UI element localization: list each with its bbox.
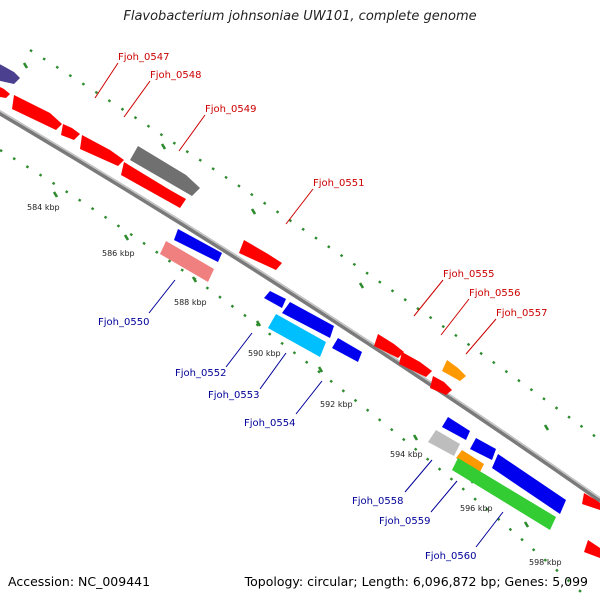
gene-arrow-fjoh-0555[interactable] <box>374 334 404 358</box>
scale-tick-mark <box>250 208 257 215</box>
inner-strand-genes <box>160 229 566 530</box>
gene-label-fjoh-0551[interactable]: Fjoh_0551 <box>313 178 364 189</box>
leader-line <box>430 480 458 513</box>
forward-leader-lines <box>94 62 497 355</box>
scale-tick-mark <box>191 276 198 283</box>
gene-arrow-fjoh-0557[interactable] <box>442 360 466 381</box>
scale-tick-mark <box>255 320 262 327</box>
scale-tick-mark <box>22 62 29 69</box>
gene-label-fjoh-0556[interactable]: Fjoh_0556 <box>469 288 520 299</box>
gene-label-fjoh-0557[interactable]: Fjoh_0557 <box>496 308 547 319</box>
leader-line <box>285 188 314 225</box>
gene-arrow-fjoh-0547[interactable] <box>0 84 10 98</box>
gene-arrow-fjoh-0558-blue[interactable] <box>442 417 470 440</box>
gene-label-fjoh-0548[interactable]: Fjoh_0548 <box>150 70 201 81</box>
scale-tick-mark <box>160 143 167 150</box>
gene-label-fjoh-0553[interactable]: Fjoh_0553 <box>208 390 259 401</box>
gene-arrow-fjoh-0550[interactable] <box>160 241 214 282</box>
scale-tick-label: 598 kbp <box>529 558 562 567</box>
leader-line <box>94 62 119 99</box>
gene-label-fjoh-0558[interactable]: Fjoh_0558 <box>352 496 403 507</box>
accession-text: Accession: NC_009441 <box>8 574 151 589</box>
scale-tick-mark <box>52 191 59 198</box>
map-title: Flavobacterium johnsoniae UW101, complet… <box>123 9 477 24</box>
gene-label-fjoh-0552[interactable]: Fjoh_0552 <box>175 368 226 379</box>
leader-line <box>413 279 444 317</box>
gene-arrow-fjoh-0549-gray[interactable] <box>130 146 200 196</box>
leader-line <box>178 114 206 152</box>
scale-tick-label: 584 kbp <box>27 203 60 212</box>
gene-label-fjoh-0550[interactable]: Fjoh_0550 <box>98 317 149 328</box>
gene-arrow-fjoh-0552b[interactable] <box>282 302 334 338</box>
track-guides <box>0 48 600 601</box>
gene-arrow-fjoh-0548b[interactable] <box>61 124 80 140</box>
gene-arrow-fjoh-0557-red[interactable] <box>430 376 452 395</box>
gene-arrow-fjoh-0556[interactable] <box>399 352 432 377</box>
gene-label-fjoh-0549[interactable]: Fjoh_0549 <box>205 104 256 115</box>
leader-line <box>465 318 497 355</box>
scale-tick-mark <box>543 424 550 431</box>
gene-arrow-fjoh-0548[interactable] <box>12 95 62 130</box>
gene-arrow-fjoh-0553[interactable] <box>268 314 326 357</box>
gene-arrow-fjoh-0562[interactable] <box>584 540 600 558</box>
scale-tick-mark <box>412 434 419 441</box>
scale-tick-label: 588 kbp <box>174 298 207 307</box>
scale-tick-label: 586 kbp <box>102 249 135 258</box>
gene-arrow-fjoh-0554[interactable] <box>332 338 362 362</box>
gene-arrow-fjoh-0559-blue[interactable] <box>470 438 496 460</box>
outer-strand-genes <box>0 62 600 558</box>
scale-tick-mark <box>523 521 530 528</box>
gene-label-fjoh-0560[interactable]: Fjoh_0560 <box>425 551 476 562</box>
gene-arrow-fjoh-0550-blue[interactable] <box>174 229 222 262</box>
leader-line <box>225 332 253 368</box>
leader-line <box>148 279 176 314</box>
gene-arrow-fjoh-0559-blue2[interactable] <box>492 454 566 514</box>
genome-backbone <box>0 110 600 503</box>
gene-arrow-fjoh-0549[interactable] <box>80 135 124 166</box>
gene-arrow-fjoh-0549b[interactable] <box>121 162 186 208</box>
gene-arrow-fjoh-0551[interactable] <box>239 240 282 270</box>
gene-label-fjoh-0555[interactable]: Fjoh_0555 <box>443 269 494 280</box>
leader-line <box>440 298 470 336</box>
gene-arrow-fjoh-0546[interactable] <box>0 62 20 84</box>
leader-line <box>475 511 504 548</box>
gene-arrow-fjoh-0560[interactable] <box>452 458 556 530</box>
scale-tick-mark <box>317 366 324 373</box>
leader-line <box>404 459 433 493</box>
reverse-leader-lines <box>148 279 504 548</box>
gene-label-fjoh-0547[interactable]: Fjoh_0547 <box>118 52 169 63</box>
leader-line <box>295 380 323 415</box>
outer-guide-track <box>29 48 600 441</box>
genome-summary-text: Topology: circular; Length: 6,096,872 bp… <box>244 574 588 589</box>
scale-tick-labels: 584 kbp 586 kbp 588 kbp 590 kbp 592 kbp … <box>27 203 562 567</box>
gene-arrow-fjoh-0552[interactable] <box>264 291 286 308</box>
forward-gene-labels: Fjoh_0547 Fjoh_0548 Fjoh_0549 Fjoh_0551 … <box>118 52 547 319</box>
leader-line <box>259 352 287 390</box>
reverse-gene-labels: Fjoh_0550 Fjoh_0552 Fjoh_0553 Fjoh_0554 … <box>98 317 476 562</box>
inner-guide-track <box>0 148 591 601</box>
gene-label-fjoh-0559[interactable]: Fjoh_0559 <box>379 516 430 527</box>
genome-backbone-highlight <box>0 110 600 499</box>
leader-line <box>123 80 151 118</box>
scale-tick-label: 596 kbp <box>460 504 493 513</box>
scale-tick-label: 594 kbp <box>390 450 423 459</box>
scale-tick-mark <box>358 282 365 289</box>
gene-arrow-fjoh-0559[interactable] <box>456 450 484 472</box>
scale-tick-marks <box>22 62 550 528</box>
gene-label-fjoh-0554[interactable]: Fjoh_0554 <box>244 418 295 429</box>
gene-arrow-fjoh-0558[interactable] <box>428 430 460 456</box>
scale-tick-label: 590 kbp <box>248 349 281 358</box>
gene-arrow-fjoh-0561[interactable] <box>582 493 600 510</box>
scale-tick-label: 592 kbp <box>320 400 353 409</box>
scale-tick-mark <box>123 234 130 241</box>
